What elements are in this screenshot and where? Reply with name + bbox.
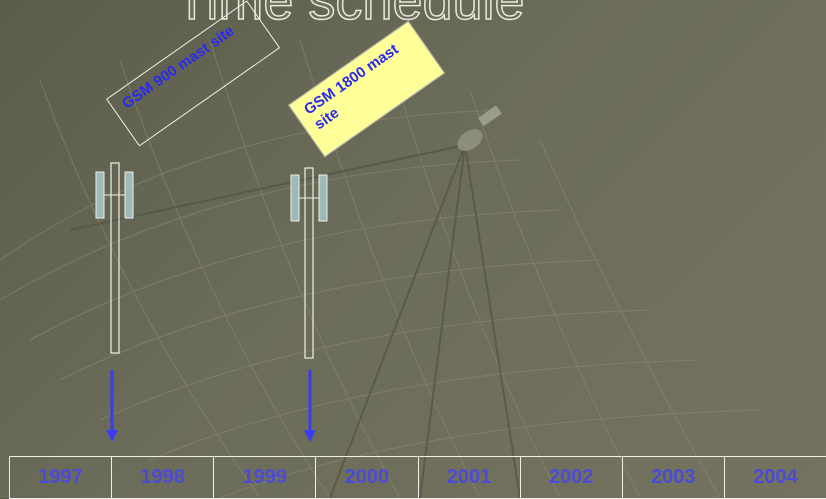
year-cell: 2000 <box>316 457 419 499</box>
year-cell: 2003 <box>622 457 725 499</box>
year-cell: 2004 <box>724 457 826 499</box>
satellite-feed-icon <box>457 105 502 151</box>
year-cell: 1997 <box>10 457 113 499</box>
gsm1800-arrow-icon <box>304 370 316 442</box>
year-cell: 1999 <box>214 457 317 499</box>
gsm1800-mast-icon <box>290 167 328 359</box>
year-cell: 2001 <box>418 457 521 499</box>
year-cell: 2002 <box>520 457 623 499</box>
page-title: Time schedule <box>175 0 526 32</box>
gsm900-arrow-icon <box>106 370 118 442</box>
timeline: 1997 1998 1999 2000 2001 2002 2003 2004 <box>9 456 826 499</box>
gsm900-mast-icon <box>95 162 134 354</box>
year-cell: 1998 <box>112 457 215 499</box>
